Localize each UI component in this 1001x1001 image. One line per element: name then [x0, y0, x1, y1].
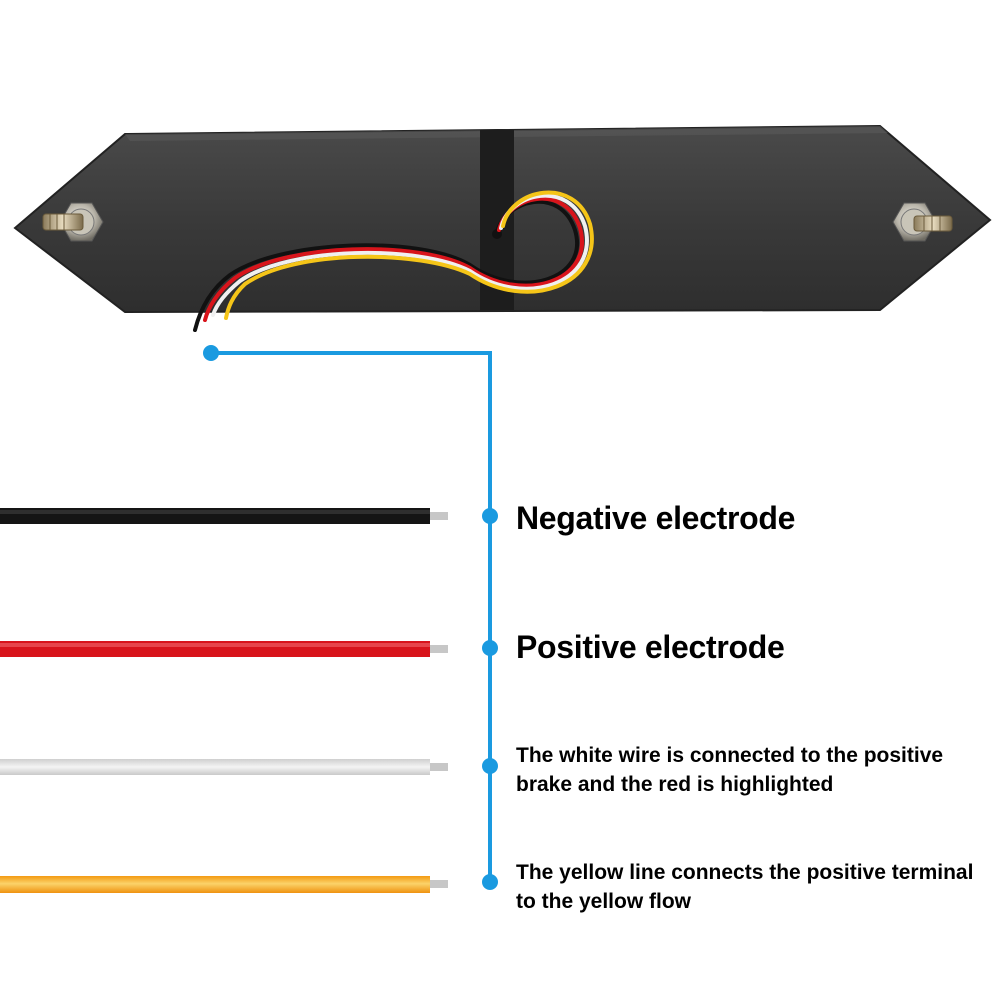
label-yellow-wire: The yellow line connects the positive te…: [516, 861, 974, 913]
label-white-wire: The white wire is connected to the posit…: [516, 744, 944, 796]
bundle-wire-white: [211, 193, 589, 317]
connector-dot-yellow: [482, 874, 498, 890]
wire-black-sample: [0, 508, 448, 524]
connector-dot-white: [482, 758, 498, 774]
label-positive-electrode: Positive electrode: [516, 629, 785, 665]
bundle-wire-yellow: [224, 190, 594, 320]
wire-bundle: [193, 190, 594, 332]
bundle-wire-black: [193, 199, 579, 332]
wire-red-sample: [0, 641, 448, 657]
connector-dot-red: [482, 640, 498, 656]
wire-white-sample: [0, 759, 448, 775]
connector-lines: [203, 345, 498, 890]
label-negative-electrode: Negative electrode: [516, 500, 796, 536]
bundle-wire-red: [203, 196, 584, 322]
wire-yellow-sample: [0, 876, 448, 893]
connector-dot-black: [482, 508, 498, 524]
light-panel: [13, 124, 992, 332]
connector-path: [211, 351, 492, 882]
bolt-right-icon: [892, 202, 953, 242]
bolt-left-icon: [42, 202, 104, 242]
